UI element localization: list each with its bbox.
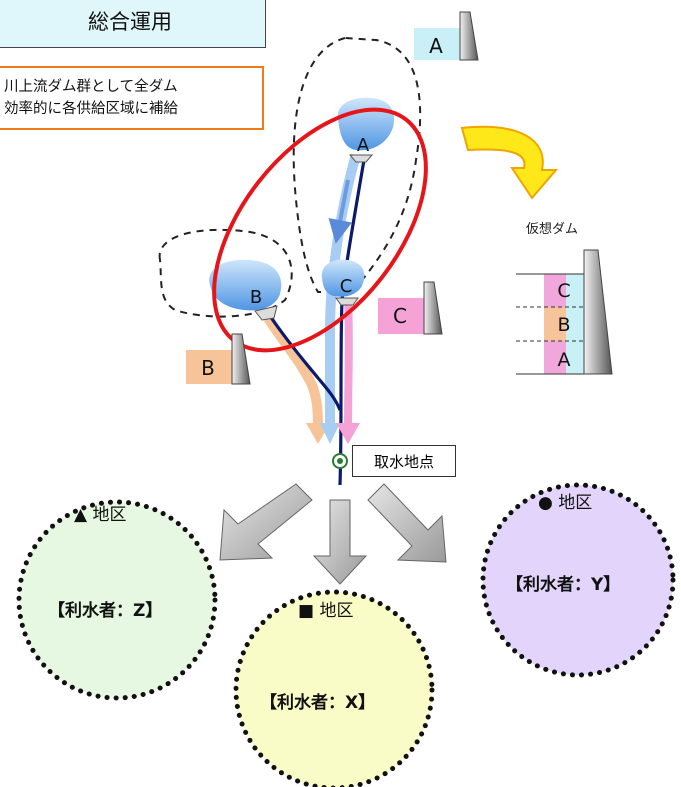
dam-c-icon: C — [378, 281, 443, 335]
intake-point-icon — [332, 453, 348, 469]
dam-a-icon: A — [414, 11, 479, 61]
reservoir-b: B — [209, 259, 282, 321]
district-y-name: 地区 — [558, 493, 593, 513]
reservoir-a: A — [337, 97, 395, 163]
svg-text:C: C — [340, 276, 353, 297]
district-x-circle — [233, 589, 435, 787]
district-x-user: 【利水者：X】 — [260, 693, 376, 713]
note-line-1: 川上流ダム群として全ダム — [4, 79, 178, 95]
reservoir-c: C — [321, 259, 365, 306]
svg-text:C: C — [393, 304, 407, 328]
virtual-dam-title: 仮想ダム — [526, 222, 579, 237]
flow-b-stream — [263, 315, 323, 431]
dam-b-icon: B — [186, 333, 251, 385]
district-x-name: 地区 — [319, 601, 354, 621]
arrow-to-x-district — [312, 499, 368, 585]
flow-c-arrowhead — [336, 423, 360, 444]
arrow-to-y-district — [367, 483, 447, 563]
district-x-label: ■ 地区 — [298, 596, 353, 621]
flow-a-inner-arrow — [328, 179, 353, 244]
district-y-circle — [480, 482, 676, 678]
virtual-dam: C B A — [516, 249, 613, 375]
district-z-label: ▲ 地区 — [74, 500, 126, 525]
catchment-a-outline — [292, 36, 422, 293]
svg-text:A: A — [429, 34, 443, 58]
svg-text:A: A — [558, 349, 571, 371]
note-line-2: 効率的に各供給区域に補給 — [4, 101, 178, 117]
catchment-b-outline — [158, 228, 293, 318]
circle-icon: ● — [538, 493, 553, 513]
district-y-user: 【利水者：Y】 — [506, 575, 621, 595]
river-tributary-b — [268, 315, 342, 411]
district-z-name: 地区 — [92, 505, 127, 525]
svg-text:B: B — [250, 287, 262, 308]
square-icon: ■ — [298, 601, 315, 621]
triangle-icon: ▲ — [74, 505, 88, 525]
yellow-curved-arrow — [460, 125, 559, 200]
svg-text:B: B — [201, 356, 215, 380]
flow-c-stream — [344, 299, 353, 431]
page-title: 総合運用 — [0, 0, 266, 48]
intake-point-label: 取水地点 — [352, 445, 456, 477]
district-y-label: ● 地区 — [538, 488, 592, 513]
svg-text:B: B — [557, 314, 570, 336]
district-z-circle — [16, 499, 218, 701]
arrow-to-z-district — [219, 483, 313, 561]
svg-text:A: A — [357, 135, 370, 156]
operation-note: 川上流ダム群として全ダム 効率的に各供給区域に補給 — [0, 66, 264, 130]
flow-a-arrowhead — [320, 423, 340, 444]
svg-text:C: C — [557, 280, 570, 302]
district-z-user: 【利水者：Z】 — [48, 601, 163, 621]
